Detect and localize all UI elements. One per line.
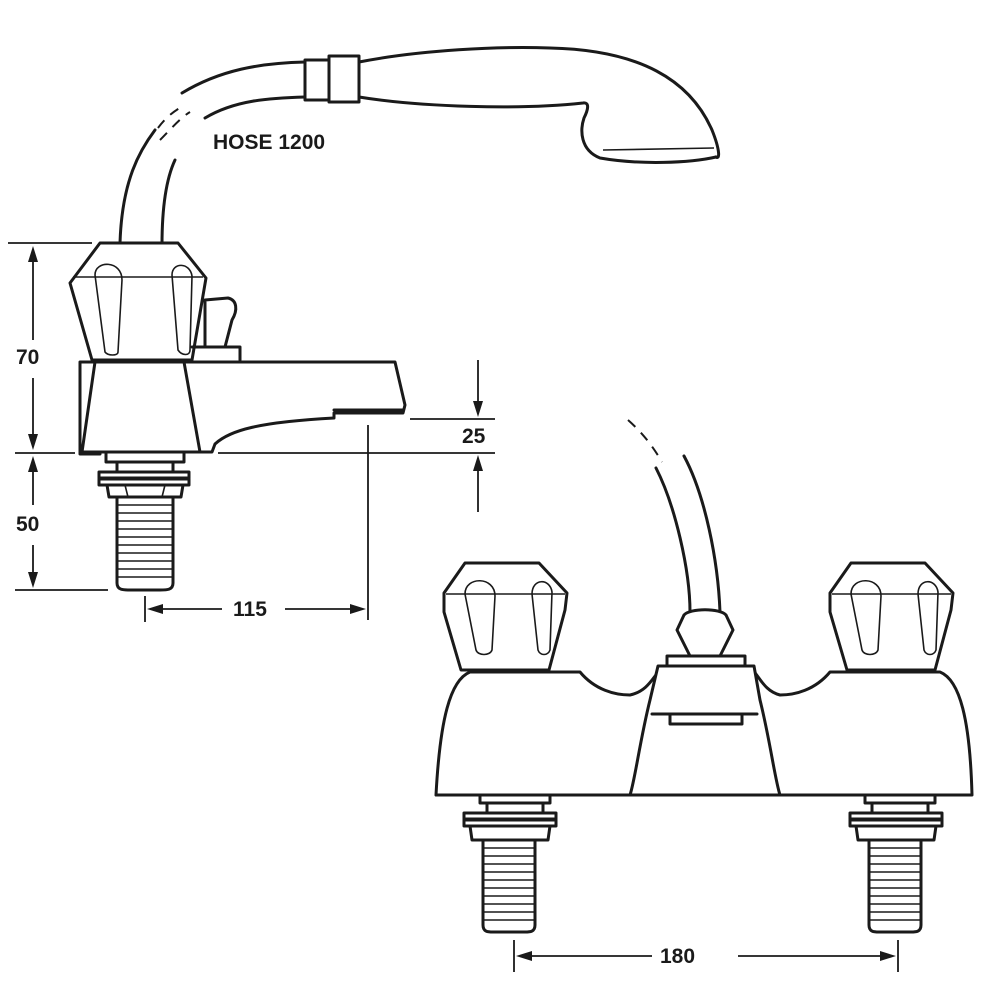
front-right-shank-icon (848, 793, 944, 934)
front-left-handle-icon (442, 561, 569, 672)
dimension-height (8, 242, 108, 591)
front-hose-icon (627, 419, 722, 614)
dimension-spout-clearance (218, 360, 495, 512)
hose-icon (118, 60, 307, 247)
front-right-handle-icon (828, 561, 955, 672)
dimension-spout-projection (144, 425, 369, 622)
body-height-label: 70 (14, 346, 42, 369)
front-left-shank-icon (462, 793, 558, 934)
front-view (434, 419, 974, 972)
shank-length-label: 50 (14, 513, 42, 536)
tap-centres-label: 180 (656, 946, 700, 967)
threaded-shank-icon (97, 460, 191, 592)
shower-handset-icon (303, 46, 721, 164)
mixer-body-icon (434, 664, 974, 797)
diverter-knob-icon (665, 608, 747, 670)
side-view (8, 46, 721, 622)
spout-clearance-label: 25 (460, 425, 488, 448)
dimension-tap-centres (513, 940, 899, 972)
tap-body-icon (78, 360, 407, 464)
hose-length-label: HOSE 1200 (209, 132, 330, 153)
side-handle-icon (68, 241, 242, 362)
spout-projection-label: 115 (229, 599, 271, 620)
